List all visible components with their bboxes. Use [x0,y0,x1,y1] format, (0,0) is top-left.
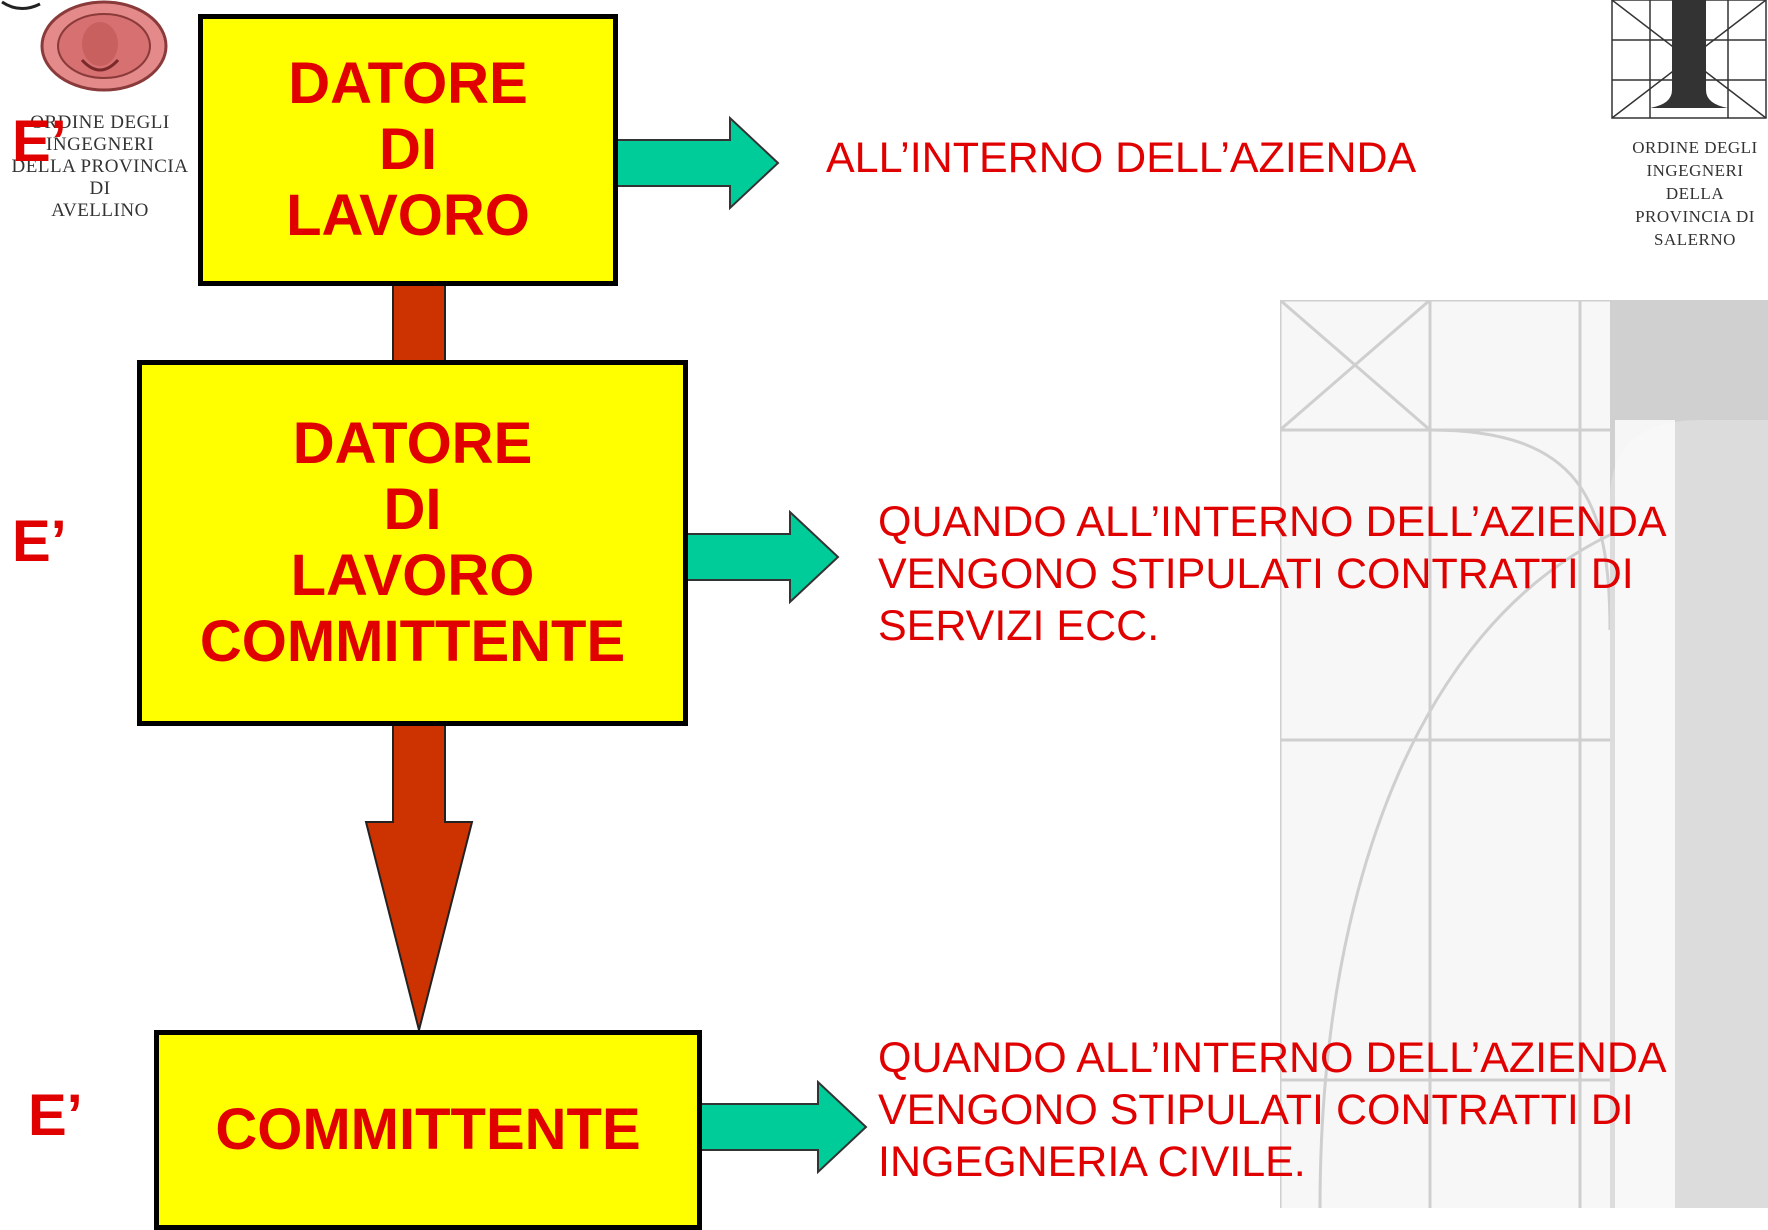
background-drawing [1280,300,1768,1208]
ordine-salerno-caption: ORDINE DEGLI INGEGNERI DELLA PROVINCIA D… [1632,138,1758,249]
box-line: LAVORO [290,543,535,608]
medallion-icon [1,0,168,92]
description-line: VENGONO STIPULATI CONTRATTI DI [878,550,1634,598]
row-1-prefix: E’ [12,109,67,174]
row-2-description: QUANDO ALL’INTERNO DELL’AZIENDA VENGONO … [878,496,1667,652]
box-line: DI [383,477,442,542]
side-arrow-3 [683,1079,868,1175]
description-line: INGEGNERIA CIVILE. [878,1138,1306,1186]
row-3-prefix: E’ [28,1083,83,1148]
ordine-avellino-logo: ORDINE DEGLI INGEGNERI DELLA PROVINCIA D… [0,0,200,221]
description-line: SERVIZI ECC. [878,602,1160,650]
ordine-avellino-caption: ORDINE DEGLI INGEGNERI DELLA PROVINCIA D… [11,112,189,221]
ordine-salerno-logo [1611,0,1767,119]
description-line: VENGONO STIPULATI CONTRATTI DI [878,1086,1634,1134]
box-line: DATORE [288,51,528,116]
box-line: LAVORO [286,183,530,248]
box-line: DI [379,117,437,182]
box-line: COMMITTENTE [199,609,626,674]
description-line: QUANDO ALL’INTERNO DELL’AZIENDA [878,498,1667,546]
box-line: DATORE [292,411,533,476]
box-line: COMMITTENTE [215,1097,641,1162]
description-line: ALL’INTERNO DELL’AZIENDA [826,134,1417,182]
description-line: QUANDO ALL’INTERNO DELL’AZIENDA [878,1034,1667,1082]
row-2-prefix: E’ [12,509,67,574]
row-3-description: QUANDO ALL’INTERNO DELL’AZIENDA VENGONO … [878,1032,1667,1188]
flow-connector [392,279,446,367]
side-arrow-1 [595,115,780,211]
datore-di-lavoro-committente-box: DATORE DI LAVORO COMMITTENTE [137,360,688,726]
row-1-description: ALL’INTERNO DELL’AZIENDA [826,132,1416,184]
datore-di-lavoro-box: DATORE DI LAVORO [198,14,618,286]
committente-box: COMMITTENTE [154,1030,702,1230]
flow-down-arrow [364,721,474,1031]
